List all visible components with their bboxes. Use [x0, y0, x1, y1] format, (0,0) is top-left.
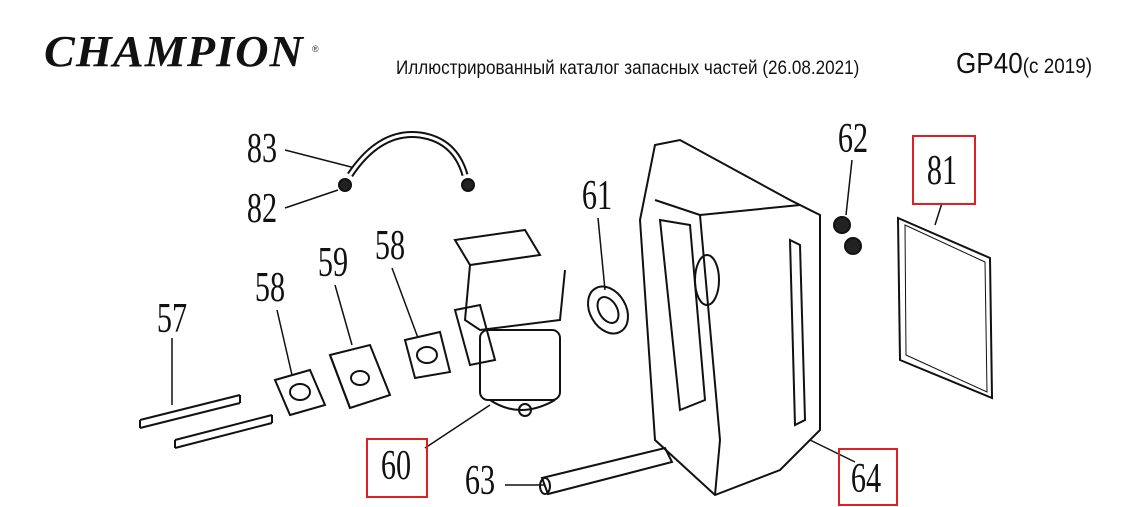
callout-58-upper: 58: [374, 223, 406, 269]
nut: [844, 237, 862, 255]
breather-tube: [540, 446, 674, 496]
callout-57: 57: [156, 296, 188, 342]
champion-logo: CHAMPION: [44, 27, 304, 76]
highlight-box-60: [366, 438, 428, 498]
studs: [139, 394, 273, 449]
air-filter-element: [896, 216, 994, 400]
callout-61: 61: [581, 173, 613, 219]
leader-lines: [171, 149, 943, 486]
nut: [833, 216, 851, 234]
gasket: [273, 368, 327, 417]
carburetor: [453, 228, 566, 417]
callout-64[interactable]: 64: [850, 456, 882, 502]
model-name: GP40(с 2019): [956, 48, 1093, 80]
hose-clamp: [338, 178, 352, 192]
callout-59: 59: [317, 240, 349, 286]
callout-83: 83: [246, 126, 278, 172]
callout-82: 82: [246, 186, 278, 232]
gasket: [403, 330, 452, 380]
highlight-box-81: [912, 135, 976, 205]
catalog-title: Иллюстрированный каталог запасных частей…: [396, 58, 860, 79]
highlight-box-64: [838, 448, 898, 506]
callout-62: 62: [837, 116, 869, 162]
hose-clamp: [461, 178, 475, 192]
callout-58-lower: 58: [254, 265, 286, 311]
callout-81[interactable]: 81: [926, 148, 958, 194]
model-note: (с 2019): [1022, 55, 1093, 78]
registered-mark: ®: [312, 44, 319, 54]
air-filter-housing: [638, 138, 821, 497]
seal-ring: [587, 285, 629, 335]
callout-63: 63: [464, 458, 496, 504]
callout-60[interactable]: 60: [380, 443, 412, 489]
